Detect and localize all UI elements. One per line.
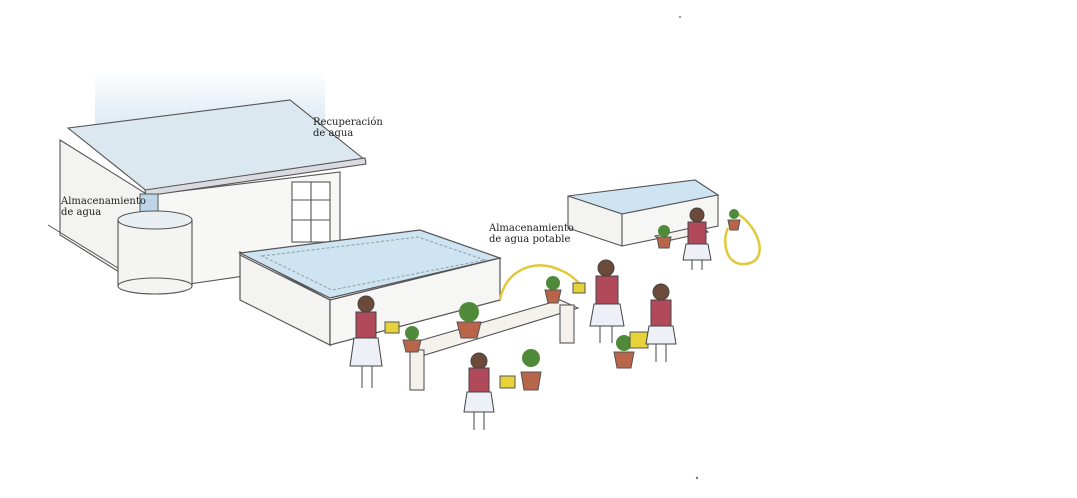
plant-pot <box>521 349 541 390</box>
label-almacenamiento-potable-line1: Almacenamiento <box>489 223 574 234</box>
plant-pot <box>403 326 421 352</box>
label-recuperacion-line2: de agua <box>313 128 383 139</box>
label-almacenamiento-line1: Almacenamiento <box>61 196 146 207</box>
label-almacenamiento-potable: Almacenamiento de agua potable <box>489 223 574 245</box>
label-recuperacion: Recuperación de agua <box>313 117 383 139</box>
person <box>646 284 676 362</box>
plant-pot <box>728 209 740 230</box>
label-almacenamiento: Almacenamiento de agua <box>61 196 146 218</box>
plant-pot <box>457 302 481 338</box>
label-recuperacion-line1: Recuperación <box>313 117 383 128</box>
label-almacenamiento-line2: de agua <box>61 207 146 218</box>
plant-pot <box>545 276 561 303</box>
plant-pot <box>657 225 671 248</box>
person <box>464 353 494 430</box>
round-tank <box>118 211 192 294</box>
label-almacenamiento-potable-line2: de agua potable <box>489 234 574 245</box>
person <box>590 260 624 343</box>
